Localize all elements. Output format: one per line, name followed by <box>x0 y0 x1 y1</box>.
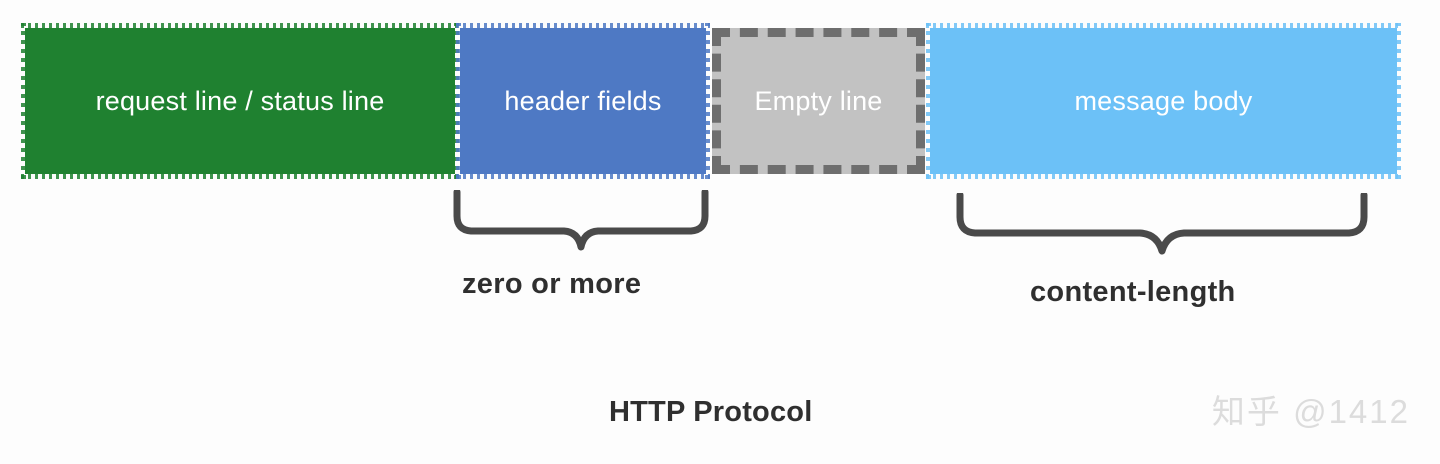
figure-title: HTTP Protocol <box>609 396 813 428</box>
watermark: 知乎 @1412 <box>1211 393 1410 430</box>
segment-message-body-label: message body <box>1074 85 1253 116</box>
segment-message-body: message body <box>930 28 1397 174</box>
segment-header-fields: header fields <box>460 28 706 174</box>
annotation-zero-or-more: zero or more <box>462 268 642 300</box>
curly-brace-icon-header-fields <box>453 190 709 251</box>
segment-empty-line-label: Empty line <box>754 85 883 116</box>
segment-header-fields-label: header fields <box>504 85 662 116</box>
annotation-content-length: content-length <box>1030 276 1236 308</box>
segment-empty-line: Empty line <box>712 28 925 174</box>
segment-request-line: request line / status line <box>25 28 455 174</box>
curly-brace-icon-message-body <box>956 193 1368 255</box>
segment-request-line-label: request line / status line <box>95 85 385 116</box>
